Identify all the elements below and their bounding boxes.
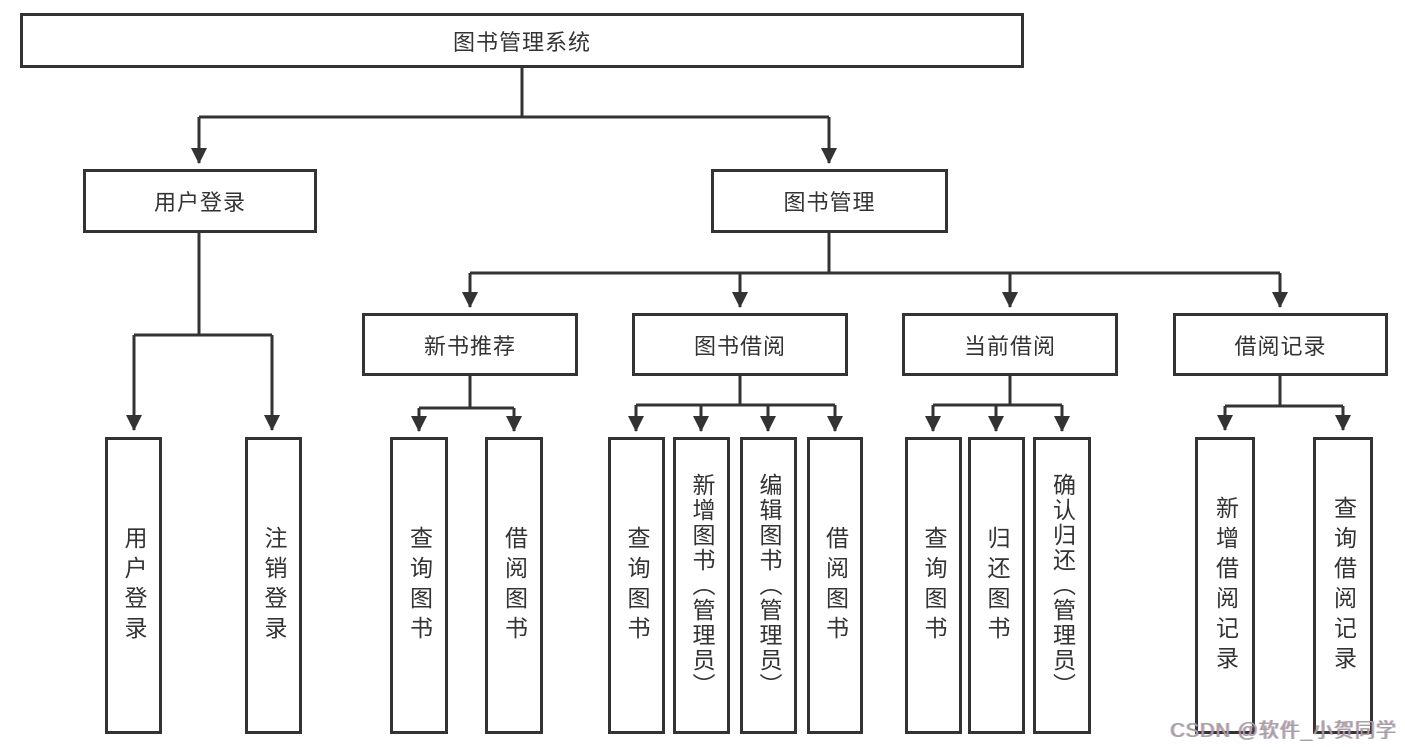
leaf-label: 查询图书 [624,525,650,646]
node-label: 当前借阅 [963,333,1056,359]
leaf-label: 归还图书 [984,525,1010,646]
leaf-borrow-books: 借阅图书 [485,437,543,734]
leaf-label: 新增借阅记录 [1212,495,1239,676]
csdn-watermark: CSDN @软件_小贺同学 [1170,720,1397,742]
leaf-label: 查询图书 [406,525,433,646]
node-label: 图书借阅 [693,333,786,359]
leaf-user-login: 用户登录 [105,437,162,734]
leaf-query-books: 查询图书 [905,437,962,734]
leaf-label: 新增图书（管理员） [689,473,715,698]
leaf-add-books-admin: 新增图书（管理员） [673,437,730,734]
leaf-edit-books-admin: 编辑图书（管理员） [740,437,797,734]
leaf-label: 借阅图书 [822,525,849,646]
leaf-label: 注销登录 [261,525,287,646]
node-label: 借阅记录 [1234,333,1327,359]
node-label: 新书推荐 [423,333,516,359]
node-library-management-system: 图书管理系统 [20,13,1024,68]
leaf-label: 用户登录 [121,525,147,646]
node-label: 图书管理 [783,190,876,215]
node-new-book-recommendation: 新书推荐 [362,313,578,376]
leaf-label: 确认归还（管理员） [1049,473,1076,698]
leaf-return-books: 归还图书 [968,437,1025,734]
node-current-borrowing: 当前借阅 [902,313,1118,376]
node-borrowing-records: 借阅记录 [1173,313,1388,376]
leaf-query-books: 查询图书 [390,437,448,734]
leaf-logout: 注销登录 [245,437,302,734]
leaf-borrow-books: 借阅图书 [807,437,863,734]
leaf-confirm-return-admin: 确认归还（管理员） [1033,437,1091,734]
leaf-label: 查询图书 [921,525,947,646]
node-label: 图书管理系统 [452,29,591,55]
leaf-label: 借阅图书 [501,525,528,646]
leaf-label: 编辑图书（管理员） [756,473,782,698]
leaf-query-borrow-record: 查询借阅记录 [1313,437,1373,734]
node-label: 用户登录 [153,190,246,215]
leaf-add-borrow-record: 新增借阅记录 [1195,437,1255,734]
node-book-management: 图书管理 [711,169,948,233]
leaf-label: 查询借阅记录 [1330,495,1357,676]
node-user-login: 用户登录 [83,169,317,233]
node-book-borrowing: 图书借阅 [632,313,848,376]
leaf-query-books: 查询图书 [608,437,665,734]
